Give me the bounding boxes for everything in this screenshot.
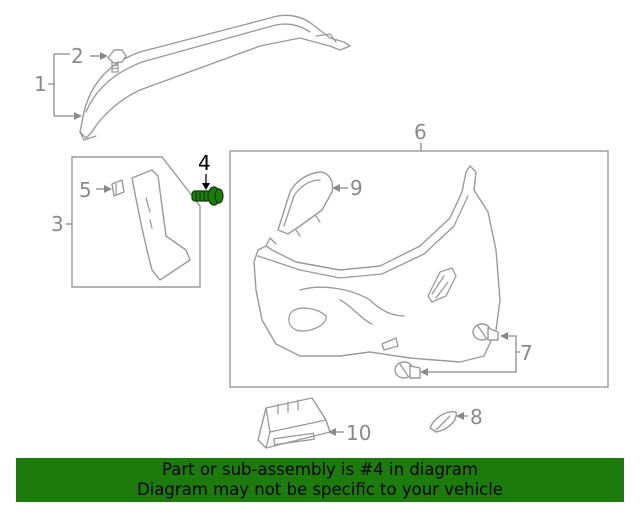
callout-10: 10 (346, 421, 371, 445)
callout-6: 6 (414, 120, 427, 144)
callout-9: 9 (350, 176, 363, 200)
part-5-clip (111, 179, 125, 197)
part-2-bolt (107, 49, 127, 73)
callout-8: 8 (470, 405, 483, 429)
part-3-box (71, 156, 201, 288)
part-10-lamp-housing (257, 397, 331, 449)
callout-7: 7 (520, 341, 533, 365)
fitment-banner: Part or sub-assembly is #4 in diagram Di… (16, 458, 624, 502)
part-4-push-pin-retainer (191, 186, 224, 206)
leader-4-arrow (202, 183, 210, 190)
leader-7 (424, 335, 520, 373)
part-7-retainer-lower (394, 361, 421, 379)
part-7-retainer-upper (472, 323, 499, 341)
banner-line-2: Diagram may not be specific to your vehi… (137, 480, 503, 499)
part-3-pillar-trim (131, 169, 191, 281)
parts-diagram: 1 2 3 5 4 6 (34, 14, 609, 449)
leader-1 (48, 53, 76, 117)
callout-2: 2 (71, 44, 84, 68)
banner-line-1: Part or sub-assembly is #4 in diagram (162, 460, 478, 479)
part-1-upper-trim (79, 14, 351, 141)
callout-5: 5 (79, 178, 92, 202)
part-9-cover (277, 171, 334, 237)
part-6-box (229, 150, 609, 388)
callout-1: 1 (34, 72, 47, 96)
part-6-liftgate-trim-panel (253, 165, 501, 363)
part-8-plug (429, 411, 457, 433)
callout-4: 4 (198, 151, 211, 175)
callout-3: 3 (51, 212, 64, 236)
